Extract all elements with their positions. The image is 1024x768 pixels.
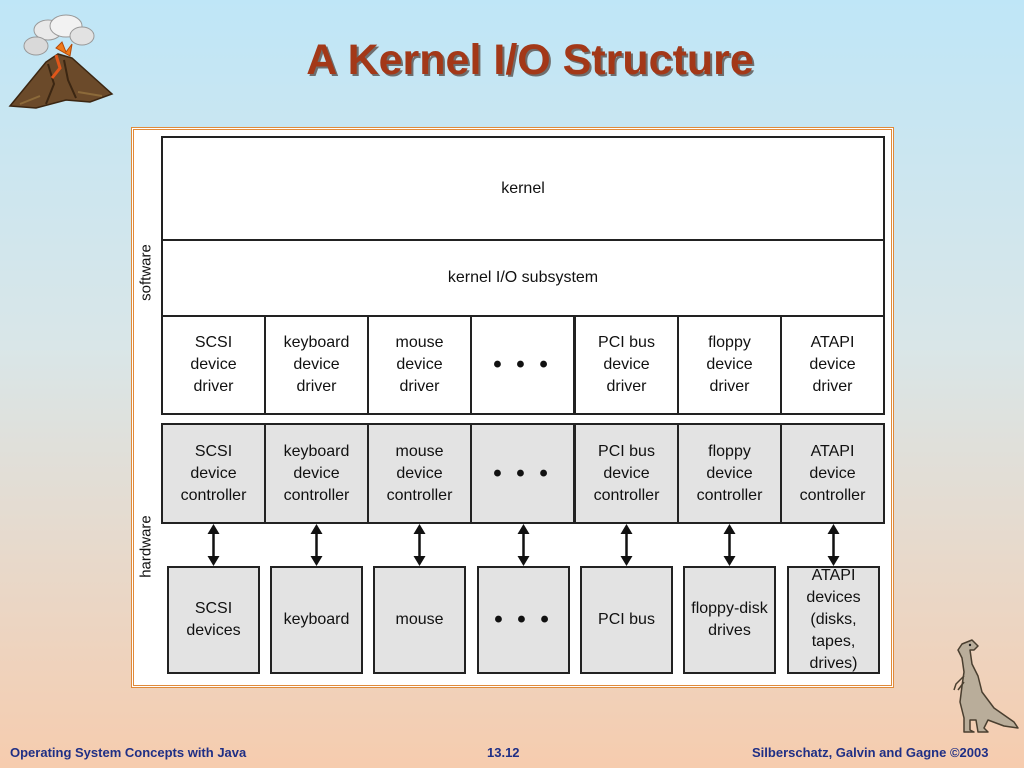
device-box-ellipsis: • • • [477, 566, 570, 674]
footer-page-number: 13.12 [487, 745, 520, 760]
device-box-mouse: mouse [373, 566, 466, 674]
volcano-icon [8, 14, 114, 109]
bidirectional-arrow [413, 524, 426, 566]
controller-box-scsi: SCSI device controller [161, 423, 266, 524]
kernel-io-subsystem-box: kernel I/O subsystem [161, 239, 885, 317]
driver-box-scsi: SCSI device driver [161, 315, 266, 415]
device-box-floppy-disk: floppy-disk drives [683, 566, 776, 674]
driver-box-pci-bus: PCI bus device driver [574, 315, 679, 415]
driver-box-floppy: floppy device driver [677, 315, 782, 415]
dinosaur-icon [953, 639, 1019, 733]
driver-box-mouse: mouse device driver [367, 315, 472, 415]
bidirectional-arrow [207, 524, 220, 566]
driver-box-ellipsis: • • • [470, 315, 575, 415]
footer-book-title: Operating System Concepts with Java [10, 745, 247, 760]
driver-box-keyboard: keyboard device driver [264, 315, 369, 415]
device-box-pci-bus: PCI bus [580, 566, 673, 674]
controller-box-mouse: mouse device controller [367, 423, 472, 524]
bidirectional-arrow [310, 524, 323, 566]
bidirectional-arrow [827, 524, 840, 566]
kernel-box: kernel [161, 136, 885, 241]
device-box-keyboard: keyboard [270, 566, 363, 674]
device-box-scsi: SCSI devices [167, 566, 260, 674]
device-box-atapi: ATAPI devices (disks, tapes, drives) [787, 566, 880, 674]
bidirectional-arrow [517, 524, 530, 566]
footer-copyright: Silberschatz, Galvin and Gagne ©2003 [752, 745, 989, 760]
controller-box-ellipsis: • • • [470, 423, 575, 524]
bidirectional-arrow [723, 524, 736, 566]
slide-title: A Kernel I/O Structure [306, 36, 754, 84]
driver-box-atapi: ATAPI device driver [780, 315, 885, 415]
controller-box-atapi: ATAPI device controller [780, 423, 885, 524]
bidirectional-arrow [620, 524, 633, 566]
